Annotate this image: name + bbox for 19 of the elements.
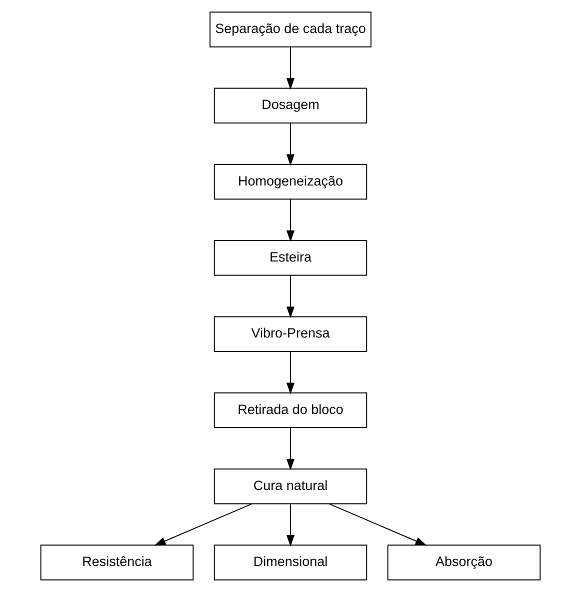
node-box: Retirada do bloco [214,392,368,428]
arrow [286,351,295,394]
arrow [154,503,252,546]
node-box: Dosagem [214,88,368,124]
node-box: Separação de cada traço [210,12,372,48]
node-box: Homogeneização [214,164,368,200]
arrow [286,503,295,547]
arrow [286,198,295,242]
node-box: Dimensional [214,544,368,580]
node-box: Resistência [40,544,194,580]
node-box: Cura natural [214,468,368,504]
arrow [286,46,295,90]
arrow [286,427,295,470]
node-box: Absorção [387,544,541,580]
arrow [328,503,427,546]
node-box: Vibro-Prensa [214,316,368,352]
arrow [286,274,295,318]
node-box: Esteira [214,240,368,276]
arrow [286,122,295,166]
